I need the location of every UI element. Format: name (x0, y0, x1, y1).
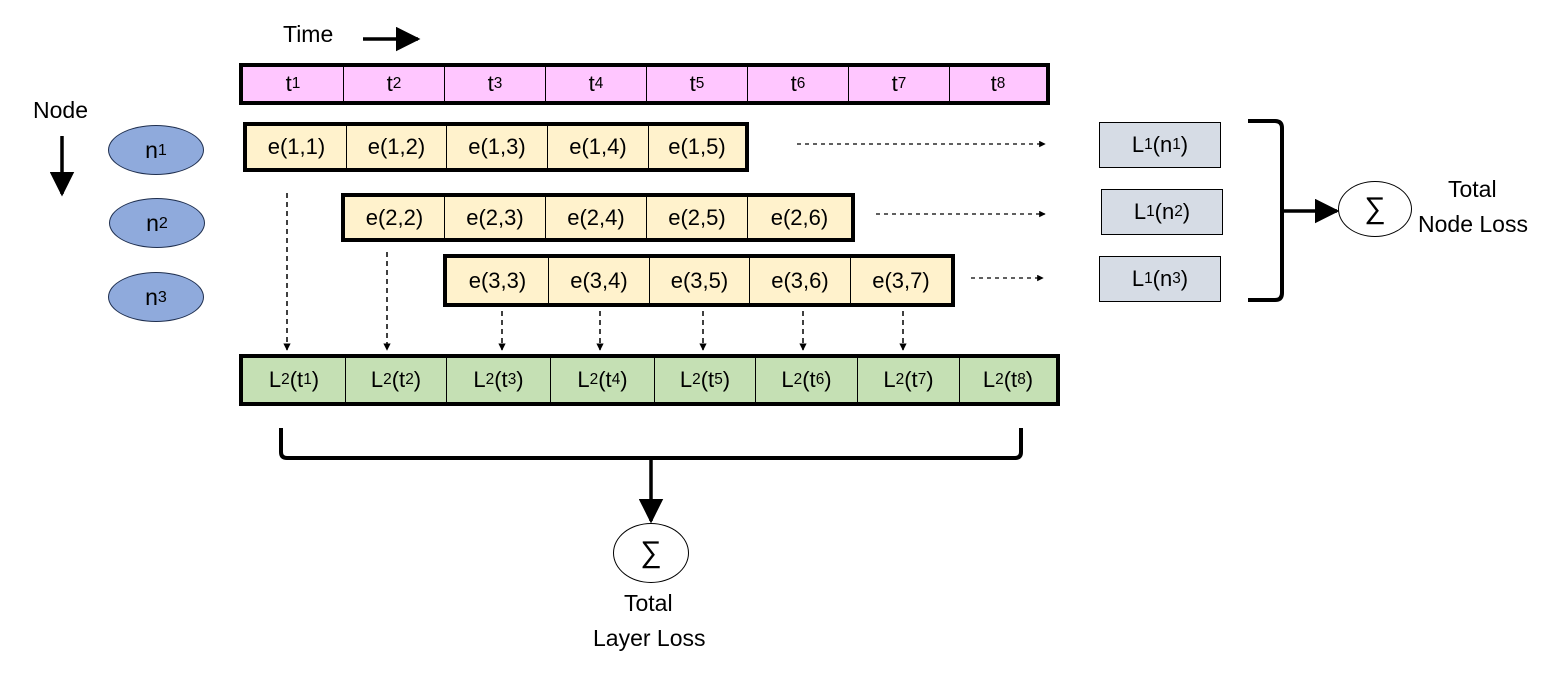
edge-cell: e(2,6) (748, 197, 851, 238)
edge-cell: e(2,3) (445, 197, 546, 238)
edge-cell: e(1,1) (247, 126, 347, 168)
total-node-loss-label-line1: Total (1448, 176, 1497, 202)
edge-cell: e(3,5) (650, 258, 750, 303)
edge-cell: e(2,5) (647, 197, 748, 238)
edge-cell: e(3,4) (549, 258, 650, 303)
edge-cell: e(1,2) (347, 126, 447, 168)
edge-cell: e(1,3) (447, 126, 548, 168)
time-label: Time (283, 21, 334, 47)
edge-row-n1: e(1,1) e(1,2) e(1,3) e(1,4) e(1,5) (243, 122, 749, 172)
total-layer-loss-label-line2: Layer Loss (593, 625, 706, 651)
node-label: Node (33, 97, 88, 123)
layer-loss-sum-icon: ∑ (613, 523, 689, 583)
edge-cell: e(3,3) (447, 258, 549, 303)
node-loss-bracket (1248, 119, 1284, 302)
node-loss-sum-icon: ∑ (1338, 181, 1412, 237)
edge-cell: e(2,4) (546, 197, 647, 238)
edge-cell: e(3,7) (851, 258, 951, 303)
edge-row-n3: e(3,3) e(3,4) e(3,5) e(3,6) e(3,7) (443, 254, 955, 307)
edge-cell: e(1,4) (548, 126, 649, 168)
layer-loss-bracket (279, 428, 1023, 460)
total-layer-loss-label-line1: Total (624, 590, 673, 616)
edge-row-n2: e(2,2) e(2,3) e(2,4) e(2,5) e(2,6) (341, 193, 855, 242)
edge-cell: e(1,5) (649, 126, 745, 168)
total-node-loss-label-line2: Node Loss (1418, 211, 1528, 237)
edge-cell: e(3,6) (750, 258, 851, 303)
edge-cell: e(2,2) (345, 197, 445, 238)
